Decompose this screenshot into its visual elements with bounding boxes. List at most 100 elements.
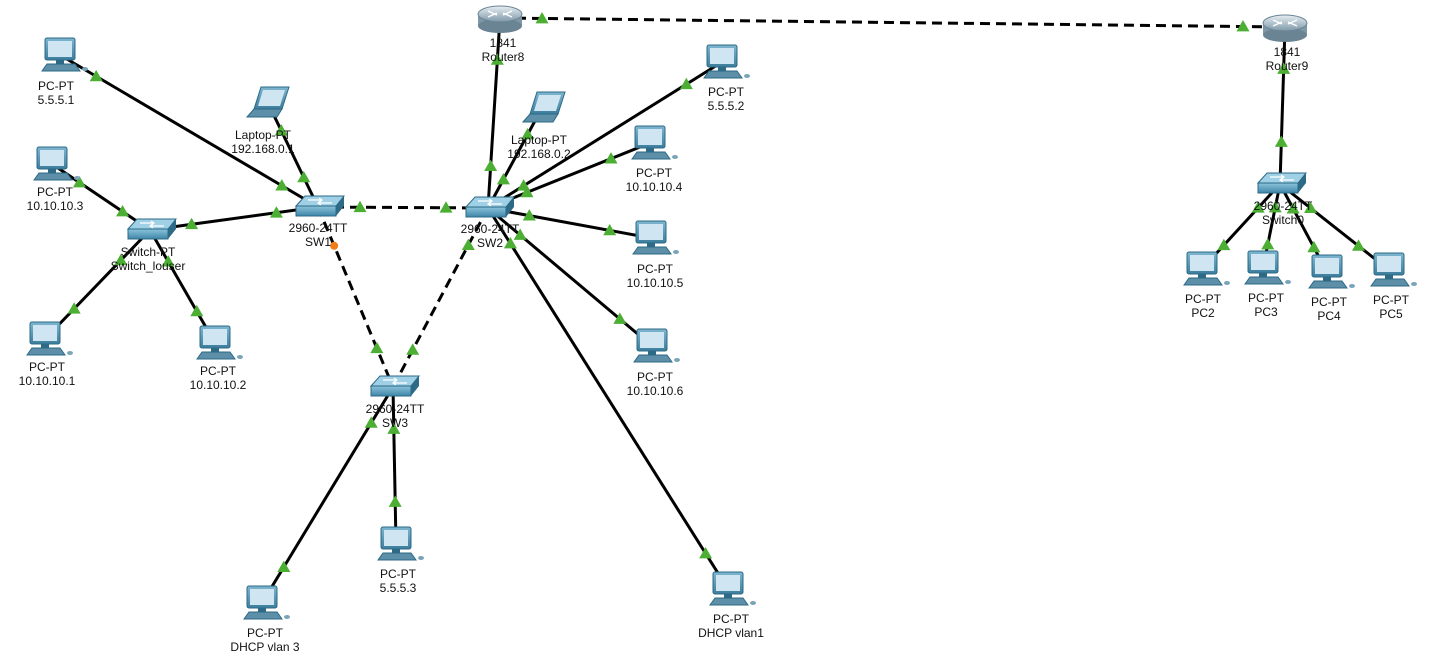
router-icon[interactable] [477,5,523,33]
port-status-switch0 [1251,201,1265,213]
link-router8-router9[interactable] [499,16,1286,29]
pc-icon[interactable] [41,37,88,72]
device-model-label: PC-PT [637,262,674,276]
device-name-label: Router8 [482,50,525,64]
pc-icon[interactable] [33,146,80,181]
pc-icon[interactable] [1244,250,1291,285]
port-status-switch0 [1268,201,1282,213]
device-name-label: 10.10.10.5 [627,276,684,290]
port-status-sw2 [520,185,534,198]
switch-icon[interactable] [294,195,346,217]
pc-icon[interactable] [26,321,73,356]
pc-icon[interactable] [1183,251,1230,286]
switch-icon[interactable] [126,218,178,240]
port-status-switch0 [1304,201,1318,213]
device-model-label: 2960-24TT [289,221,348,235]
port-status-pc_5551 [89,69,103,82]
switch-icon[interactable] [1256,172,1308,194]
link-router8-sw2[interactable] [486,17,502,209]
port-status-sw3 [364,416,378,428]
port-status-sw1 [269,206,283,218]
laptop-icon[interactable] [245,86,290,118]
port-status-switch_louser [185,217,199,230]
link-laptop1-sw1[interactable] [265,100,320,208]
port-status-router8 [490,53,504,65]
pc-icon[interactable] [243,585,290,620]
link-pc_101010_5-sw2[interactable] [487,206,652,240]
device-pc_5552[interactable]: PC-PT5.5.5.2 [703,44,750,113]
device-pc_5551[interactable]: PC-PT5.5.5.1 [38,37,88,107]
laptop-icon[interactable] [521,91,566,123]
device-name-label: SW1 [305,235,331,249]
port-status-router9 [1236,20,1250,32]
device-pc_5553[interactable]: PC-PT5.5.5.3 [377,526,424,595]
pc-icon[interactable] [633,328,680,363]
pc-icon[interactable] [709,571,756,606]
port-status-sw3 [370,341,384,354]
pc-icon[interactable] [1370,252,1417,287]
pc-icon[interactable] [703,44,750,79]
port-status-sw3 [406,343,420,355]
link-pc_101010_2-switch_louser[interactable] [148,229,217,344]
link-pc_101010_1-switch_louser[interactable] [43,228,152,341]
link-pc_5551-sw1[interactable] [59,53,319,209]
switch-icon[interactable] [369,375,421,397]
port-status-sw2 [461,238,475,250]
pc-icon[interactable] [631,125,678,160]
pc-icon[interactable] [196,325,243,360]
port-status-pc_101010_3 [72,175,86,188]
port-status-sw2 [439,201,453,213]
link-switch_louser-sw1[interactable] [149,205,319,232]
device-model-label: PC-PT [1248,291,1285,305]
port-status-switch_louser [114,253,128,266]
link-laptop2-sw2[interactable] [486,105,545,209]
port-status-router9 [1277,62,1291,74]
link-sw1-sw2[interactable] [317,205,489,210]
switch-icon[interactable] [464,196,516,218]
pc-icon[interactable] [1308,254,1355,289]
device-model-label: PC-PT [37,185,74,199]
port-status-router8 [535,11,549,24]
device-name-label: PC5 [1379,307,1403,321]
link-sw1-sw3[interactable] [316,206,395,388]
port-status-sw2 [503,237,517,249]
port-status-sw1 [297,170,311,183]
port-status-pc_101010_1 [67,302,81,314]
link-pc_5553-sw3[interactable] [391,386,398,545]
device-name-label: Switch_louser [111,259,186,273]
link-pc_dhcp_vlan1-sw2[interactable] [486,207,730,590]
pc-icon[interactable] [377,526,424,561]
link-pc_101010_4-sw2[interactable] [487,141,651,210]
pc-icon[interactable] [632,220,679,255]
router-icon[interactable] [1262,14,1308,42]
device-name-label: 10.10.10.6 [627,384,684,398]
port-status-pc_dhcp_vlan1 [699,546,713,559]
link-sw2-sw3[interactable] [391,207,490,388]
link-router9-switch0[interactable] [1278,26,1287,185]
port-status-sw1 [330,241,339,250]
device-name-label: 10.10.10.4 [626,180,683,194]
link-switch0-pc5[interactable] [1279,182,1390,272]
